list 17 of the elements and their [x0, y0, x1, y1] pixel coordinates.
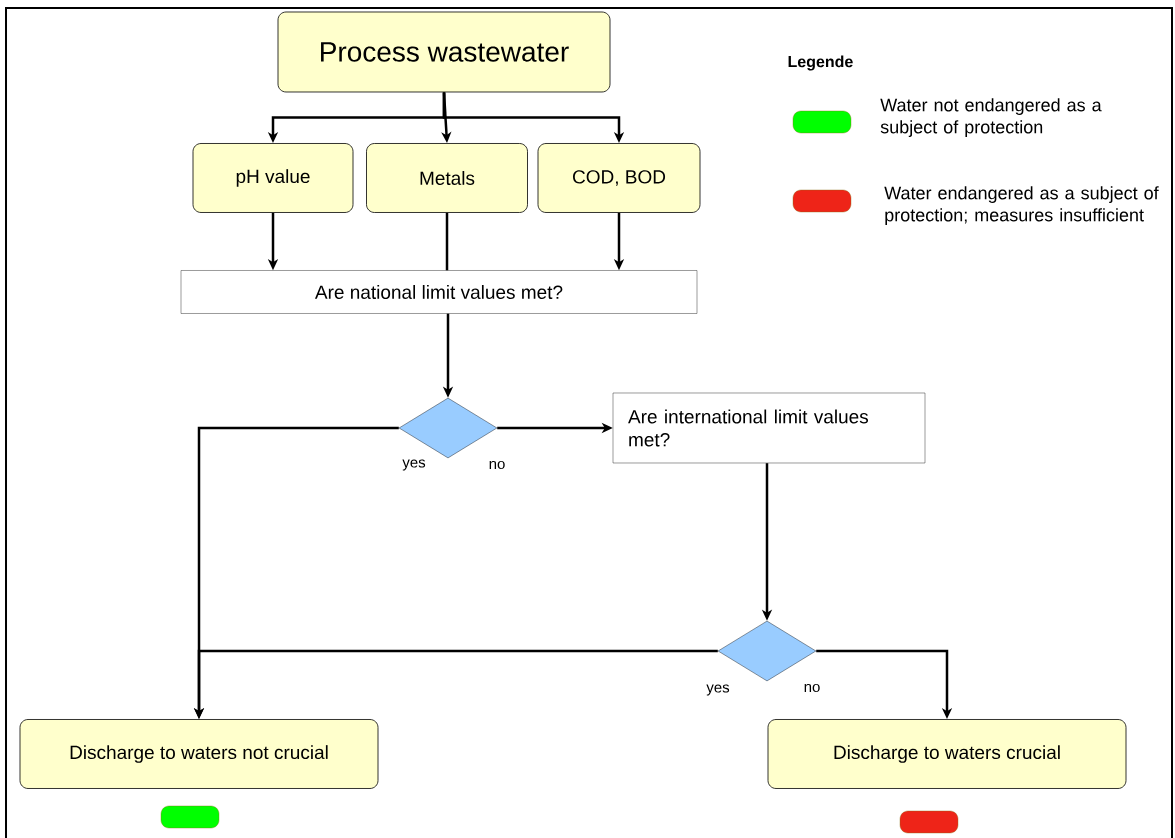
- process-box: Metals: [366, 143, 528, 213]
- process-box: Discharge to waters crucial: [767, 719, 1127, 789]
- legend-text: Water endangered as a subject of protection; measures insufficient: [884, 186, 1159, 225]
- process-box: Discharge to waters not crucial: [19, 719, 379, 789]
- edge-label: yes: [705, 683, 731, 697]
- legend-title: Legende: [788, 55, 853, 71]
- decision-diamond: [717, 620, 817, 682]
- question-box: Are national limit values met?: [180, 270, 698, 314]
- edge-label: yes: [401, 458, 427, 472]
- process-box: pH value: [192, 143, 354, 213]
- question-box: Are international limit values met?: [612, 392, 926, 464]
- start-box: Process wastewater: [277, 11, 611, 93]
- decision-diamond: [398, 397, 498, 459]
- edge-label: no: [802, 682, 822, 694]
- edge-label: no: [487, 459, 507, 471]
- process-box: COD, BOD: [537, 143, 701, 213]
- legend-text: Water not endangered as a subject of protection: [880, 98, 1102, 137]
